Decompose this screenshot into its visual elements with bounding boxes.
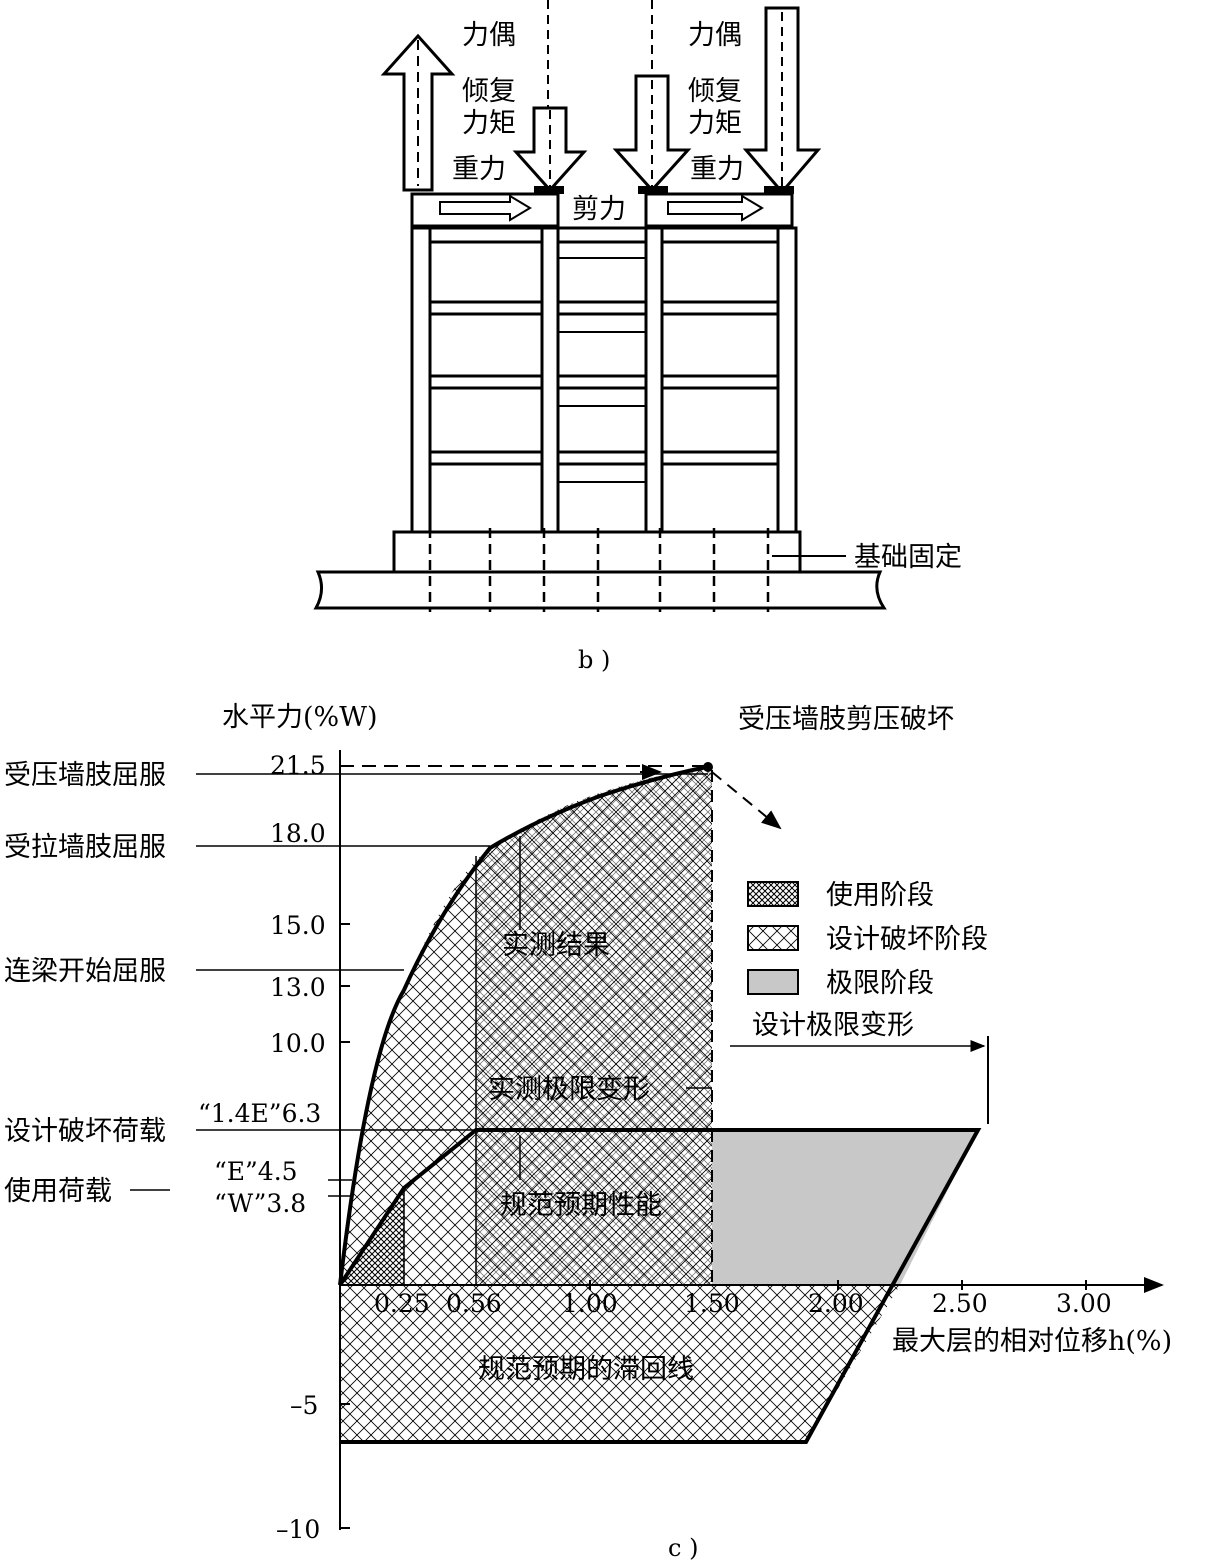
y-tick-W: “W”3.8 xyxy=(214,1189,306,1218)
x-axis-title: 最大层的相对位移h(%) xyxy=(892,1326,1172,1357)
y-tick-neg10: –10 xyxy=(276,1515,320,1544)
ultimate-stage-area xyxy=(712,1130,978,1285)
annotation-code-expected: 规范预期性能 xyxy=(500,1190,662,1221)
label-compress-yield: 受压墙肢屈服 xyxy=(4,760,166,791)
label-overturn-right-2: 力矩 xyxy=(688,108,742,139)
legend-swatch-ultimate xyxy=(747,969,799,995)
y-tick-10.0: 10.0 xyxy=(270,1029,326,1058)
x-tick-3.00: 3.00 xyxy=(1056,1289,1112,1318)
hysteresis-area xyxy=(340,1285,900,1442)
annotation-design-ultimate: 设计极限变形 xyxy=(752,1010,914,1041)
y-tick-13.0: 13.0 xyxy=(270,973,326,1002)
label-gravity-left: 重力 xyxy=(452,154,506,185)
label-overturn-left-2: 力矩 xyxy=(462,108,516,139)
annotation-measured-ultimate: 实测极限变形 xyxy=(488,1074,650,1105)
x-tick-1.50: 1.50 xyxy=(684,1289,740,1318)
y-tick-1.4E: “1.4E”6.3 xyxy=(198,1099,321,1128)
y-tick-neg5: –5 xyxy=(290,1391,318,1420)
building-diagram xyxy=(313,0,887,612)
y-tick-18.0: 18.0 xyxy=(270,819,326,848)
label-design-failure-load: 设计破坏荷载 xyxy=(4,1116,166,1147)
performance-chart xyxy=(130,750,1164,1530)
label-foundation: 基础固定 xyxy=(854,542,962,573)
x-tick-0.25: 0.25 xyxy=(374,1289,430,1318)
annotation-shear-failure: 受压墙肢剪压破坏 xyxy=(738,704,954,735)
y-axis-title: 水平力(%W) xyxy=(222,702,377,733)
label-overturn-right-1: 倾复 xyxy=(688,76,742,107)
y-tick-15.0: 15.0 xyxy=(270,911,326,940)
code-envelope xyxy=(338,1128,982,1444)
legend-ultimate: 极限阶段 xyxy=(826,968,934,999)
label-overturn-left-1: 倾复 xyxy=(462,76,516,107)
label-shear: 剪力 xyxy=(572,194,626,225)
x-tick-2.50: 2.50 xyxy=(932,1289,988,1318)
y-tick-E: “E”4.5 xyxy=(214,1157,298,1186)
x-tick-1.00: 1.00 xyxy=(562,1289,618,1318)
x-tick-0.56: 0.56 xyxy=(446,1289,502,1318)
legend-service: 使用阶段 xyxy=(826,880,934,911)
legend-swatch-service xyxy=(747,881,799,907)
caption-b: b ) xyxy=(578,646,610,674)
label-beam-yield: 连梁开始屈服 xyxy=(4,956,166,987)
label-tension-yield: 受拉墙肢屈服 xyxy=(4,832,166,863)
legend-swatch-design xyxy=(747,925,799,951)
couple-down-arrow xyxy=(742,6,822,195)
measured-curve xyxy=(338,764,713,1286)
label-service-load: 使用荷载 xyxy=(4,1176,112,1207)
legend-design: 设计破坏阶段 xyxy=(826,924,988,955)
caption-c: c ) xyxy=(668,1534,698,1562)
label-couple-right: 力偶 xyxy=(688,20,742,51)
label-couple-left: 力偶 xyxy=(462,20,516,51)
label-gravity-right: 重力 xyxy=(690,154,744,185)
annotation-measured: 实测结果 xyxy=(502,930,610,961)
annotation-code-hysteresis: 规范预期的滞回线 xyxy=(478,1354,694,1385)
x-tick-2.00: 2.00 xyxy=(808,1289,864,1318)
y-tick-21.5: 21.5 xyxy=(270,751,326,780)
